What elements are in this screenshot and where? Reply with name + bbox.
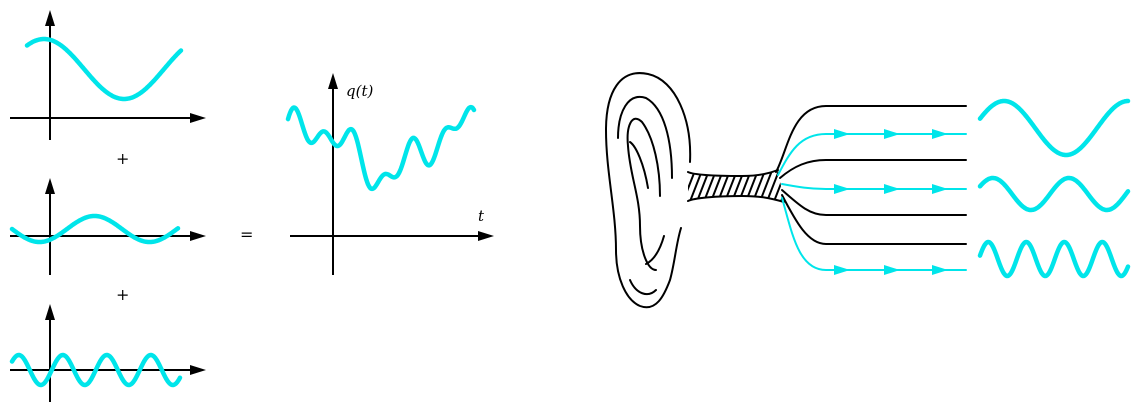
- x-axis-arrow-icon: [478, 231, 494, 241]
- fiber-arrow-icon: [932, 265, 948, 275]
- fiber-arrow-icon: [932, 129, 948, 139]
- ear-outer-helix: [606, 73, 690, 307]
- hatch-line: [738, 168, 752, 204]
- fiber-black-4: [782, 195, 966, 244]
- fiber-arrow-icon: [834, 129, 850, 139]
- fiber-arrow-icon: [932, 184, 948, 194]
- wave-medium-frequency: [12, 216, 178, 242]
- hatch-line: [710, 168, 724, 204]
- wave-sum: [288, 107, 474, 189]
- y-axis-arrow-icon: [328, 73, 338, 89]
- fiber-arrow-icon: [834, 265, 850, 275]
- ear-lobe-detail: [630, 280, 656, 294]
- fiber-arrow-icon: [834, 184, 850, 194]
- plus-sign-2: +: [116, 285, 129, 304]
- nerve-outline-top: [688, 170, 778, 176]
- x-axis-label: t: [478, 207, 485, 225]
- fiber-black-2: [780, 160, 966, 178]
- equals-sign: =: [240, 225, 253, 244]
- fiber-arrow-icon: [884, 129, 900, 139]
- output-wave-medium-frequency: [980, 178, 1128, 210]
- component-plot-2: [10, 178, 206, 275]
- ear-helix-inner: [618, 97, 672, 178]
- component-plot-3: [10, 304, 206, 402]
- x-axis-arrow-icon: [190, 365, 206, 375]
- output-wave-low-frequency: [980, 101, 1128, 155]
- y-axis-arrow-icon: [45, 178, 55, 194]
- y-axis-label: q(t): [346, 82, 373, 100]
- fiber-cyan-3: [782, 198, 966, 270]
- output-wave-high-frequency: [980, 242, 1128, 276]
- x-axis-arrow-icon: [190, 113, 206, 123]
- hatch-line: [731, 168, 745, 204]
- plus-sign-1: +: [116, 149, 129, 168]
- ear-tragus: [646, 236, 664, 264]
- hatch-line: [745, 168, 759, 204]
- y-axis-arrow-icon: [45, 10, 55, 26]
- hatch-line: [703, 168, 717, 204]
- fiber-cyan-1: [778, 134, 966, 175]
- ear-antihelix: [628, 119, 660, 270]
- output-waves: [980, 101, 1128, 276]
- sum-plot: q(t) t: [288, 73, 494, 275]
- component-plot-1: [10, 10, 206, 140]
- hatch-line: [724, 168, 738, 204]
- nerve-fibers: [776, 106, 966, 275]
- fiber-arrow-icon: [884, 265, 900, 275]
- ear-icon: [606, 73, 690, 307]
- hatch-line: [717, 168, 731, 204]
- fiber-arrow-icon: [884, 184, 900, 194]
- x-axis-arrow-icon: [190, 231, 206, 241]
- y-axis-arrow-icon: [45, 304, 55, 320]
- fiber-black-3: [782, 190, 966, 215]
